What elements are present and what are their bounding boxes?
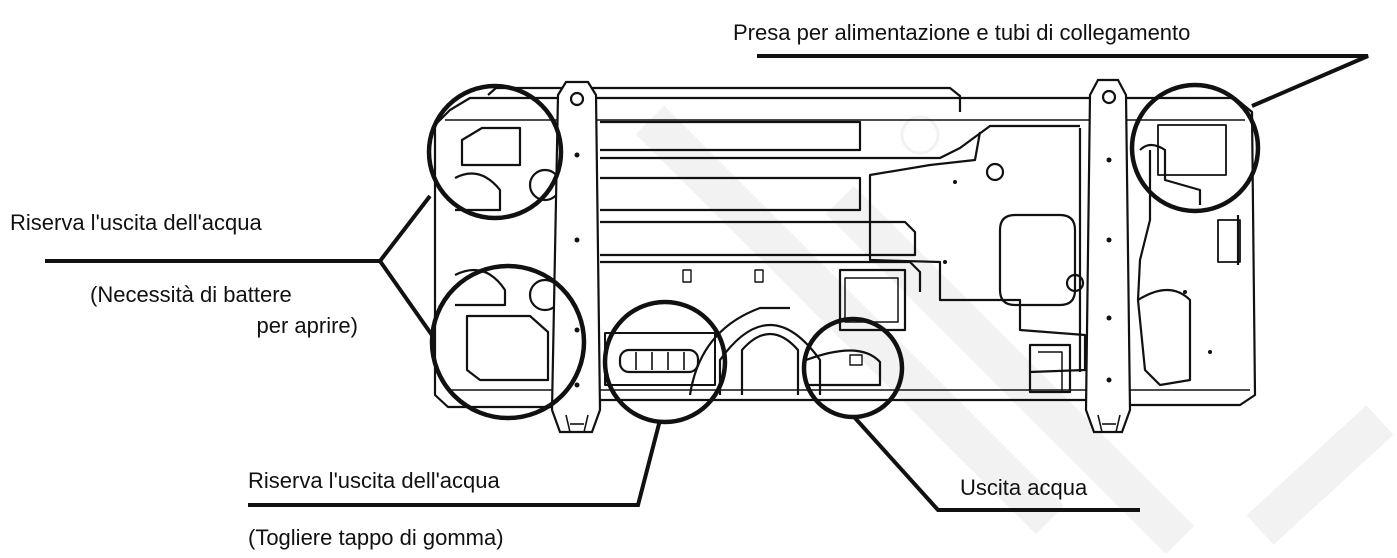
left-bracket bbox=[550, 80, 602, 434]
leader-reserve-left bbox=[45, 194, 436, 340]
label-reserve-outlet-bottom: Riserva l'uscita dell'acqua bbox=[248, 468, 501, 493]
callout-circles bbox=[426, 82, 1261, 425]
leader-reserve-bottom bbox=[248, 419, 662, 507]
label-reserve-outlet-left: Riserva l'uscita dell'acqua bbox=[10, 210, 263, 235]
callout-circle-power-socket bbox=[1129, 82, 1261, 214]
labels: Presa per alimentazione e tubi di colleg… bbox=[10, 20, 1190, 550]
leader-lines bbox=[45, 54, 1369, 512]
label-reserve-outlet-bottom-note: (Togliere tappo di gomma) bbox=[248, 525, 504, 550]
callout-circle-bottom-left bbox=[429, 263, 587, 421]
callout-circle-drain-plug bbox=[602, 299, 728, 425]
right-bracket bbox=[1084, 78, 1132, 434]
label-power-socket: Presa per alimentazione e tubi di colleg… bbox=[733, 20, 1190, 45]
callout-circle-top-left bbox=[426, 83, 564, 221]
leader-power-socket bbox=[757, 54, 1369, 108]
label-water-outlet: Uscita acqua bbox=[960, 475, 1088, 500]
callout-circle-water-outlet bbox=[801, 316, 905, 420]
bracket-screws bbox=[574, 152, 1212, 388]
label-reserve-outlet-left-note-2: per aprire) bbox=[257, 313, 358, 338]
leader-water-outlet bbox=[853, 416, 1140, 512]
label-reserve-outlet-left-note-1: (Necessità di battere bbox=[90, 282, 292, 307]
